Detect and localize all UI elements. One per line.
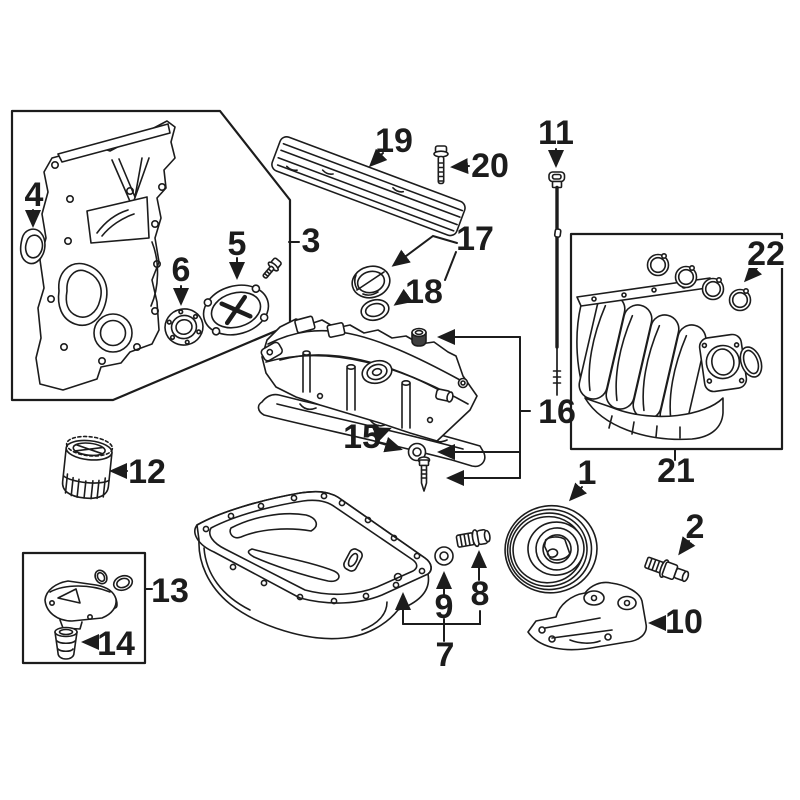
callout-label-12: 12 [128,453,166,491]
valve-cover-seal-washer-drawing [407,442,427,462]
callout-label-2: 2 [686,508,705,546]
callout-label-4: 4 [25,176,44,214]
callout-label-10: 10 [665,603,703,641]
leader-lines [25,148,763,650]
intake-manifold-drawing [576,277,748,441]
callout-label-1: 1 [578,454,597,492]
timing-chain-case-drawing [35,120,176,391]
callout-label-22: 22 [747,235,785,273]
engine-appearance-cover-drawing [271,136,466,237]
callout-label-17: 17 [456,220,494,258]
valve-cover-grommet-drawing [411,327,427,347]
oil-pan-drawing [194,490,432,640]
callout-label-15: 15 [343,418,381,456]
cover-bolt-drawing [433,145,449,185]
valve-cover-bolt-drawing [417,456,431,492]
callout-label-13: 13 [151,572,189,610]
callout-label-21: 21 [657,452,695,490]
callout-label-5: 5 [228,225,247,263]
oil-dipstick-drawing [548,171,566,396]
oil-filter-drawing [61,435,114,500]
callout-label-8: 8 [471,575,490,613]
callout-label-18: 18 [405,273,443,311]
callout-label-20: 20 [471,147,509,185]
chain-case-o-ring-drawing [19,228,46,265]
callout-label-6: 6 [172,251,191,289]
valve-cover-drawing [257,315,486,468]
crankshaft-pulley-bolt-drawing [644,556,690,583]
filler-cap-gasket-drawing [360,298,390,322]
drain-bolt-washer-drawing [434,546,454,566]
callout-label-7: 7 [436,636,455,674]
oil-seal-drawing [164,308,204,346]
callout-label-14: 14 [97,625,135,663]
callout-label-11: 11 [538,114,574,152]
chain-case-cover-plate-drawing [202,257,282,336]
intake-port-o-rings-drawing [646,253,763,378]
oil-filler-cap-drawing [351,265,391,299]
engine-stiffener-bracket-drawing [527,581,648,651]
callout-label-9: 9 [435,588,454,626]
label-backplate [747,239,799,268]
oil-filter-base-drawing [44,569,134,630]
callout-label-3: 3 [302,222,321,260]
filter-base-joint-plug-drawing [54,626,78,660]
filter-base-group-box [21,551,147,665]
callout-label-19: 19 [375,122,413,160]
oil-drain-bolt-drawing [455,528,491,548]
crankshaft-pulley-drawing [504,504,598,594]
intake-manifold-group-box [569,232,784,451]
callout-label-16: 16 [538,393,576,431]
